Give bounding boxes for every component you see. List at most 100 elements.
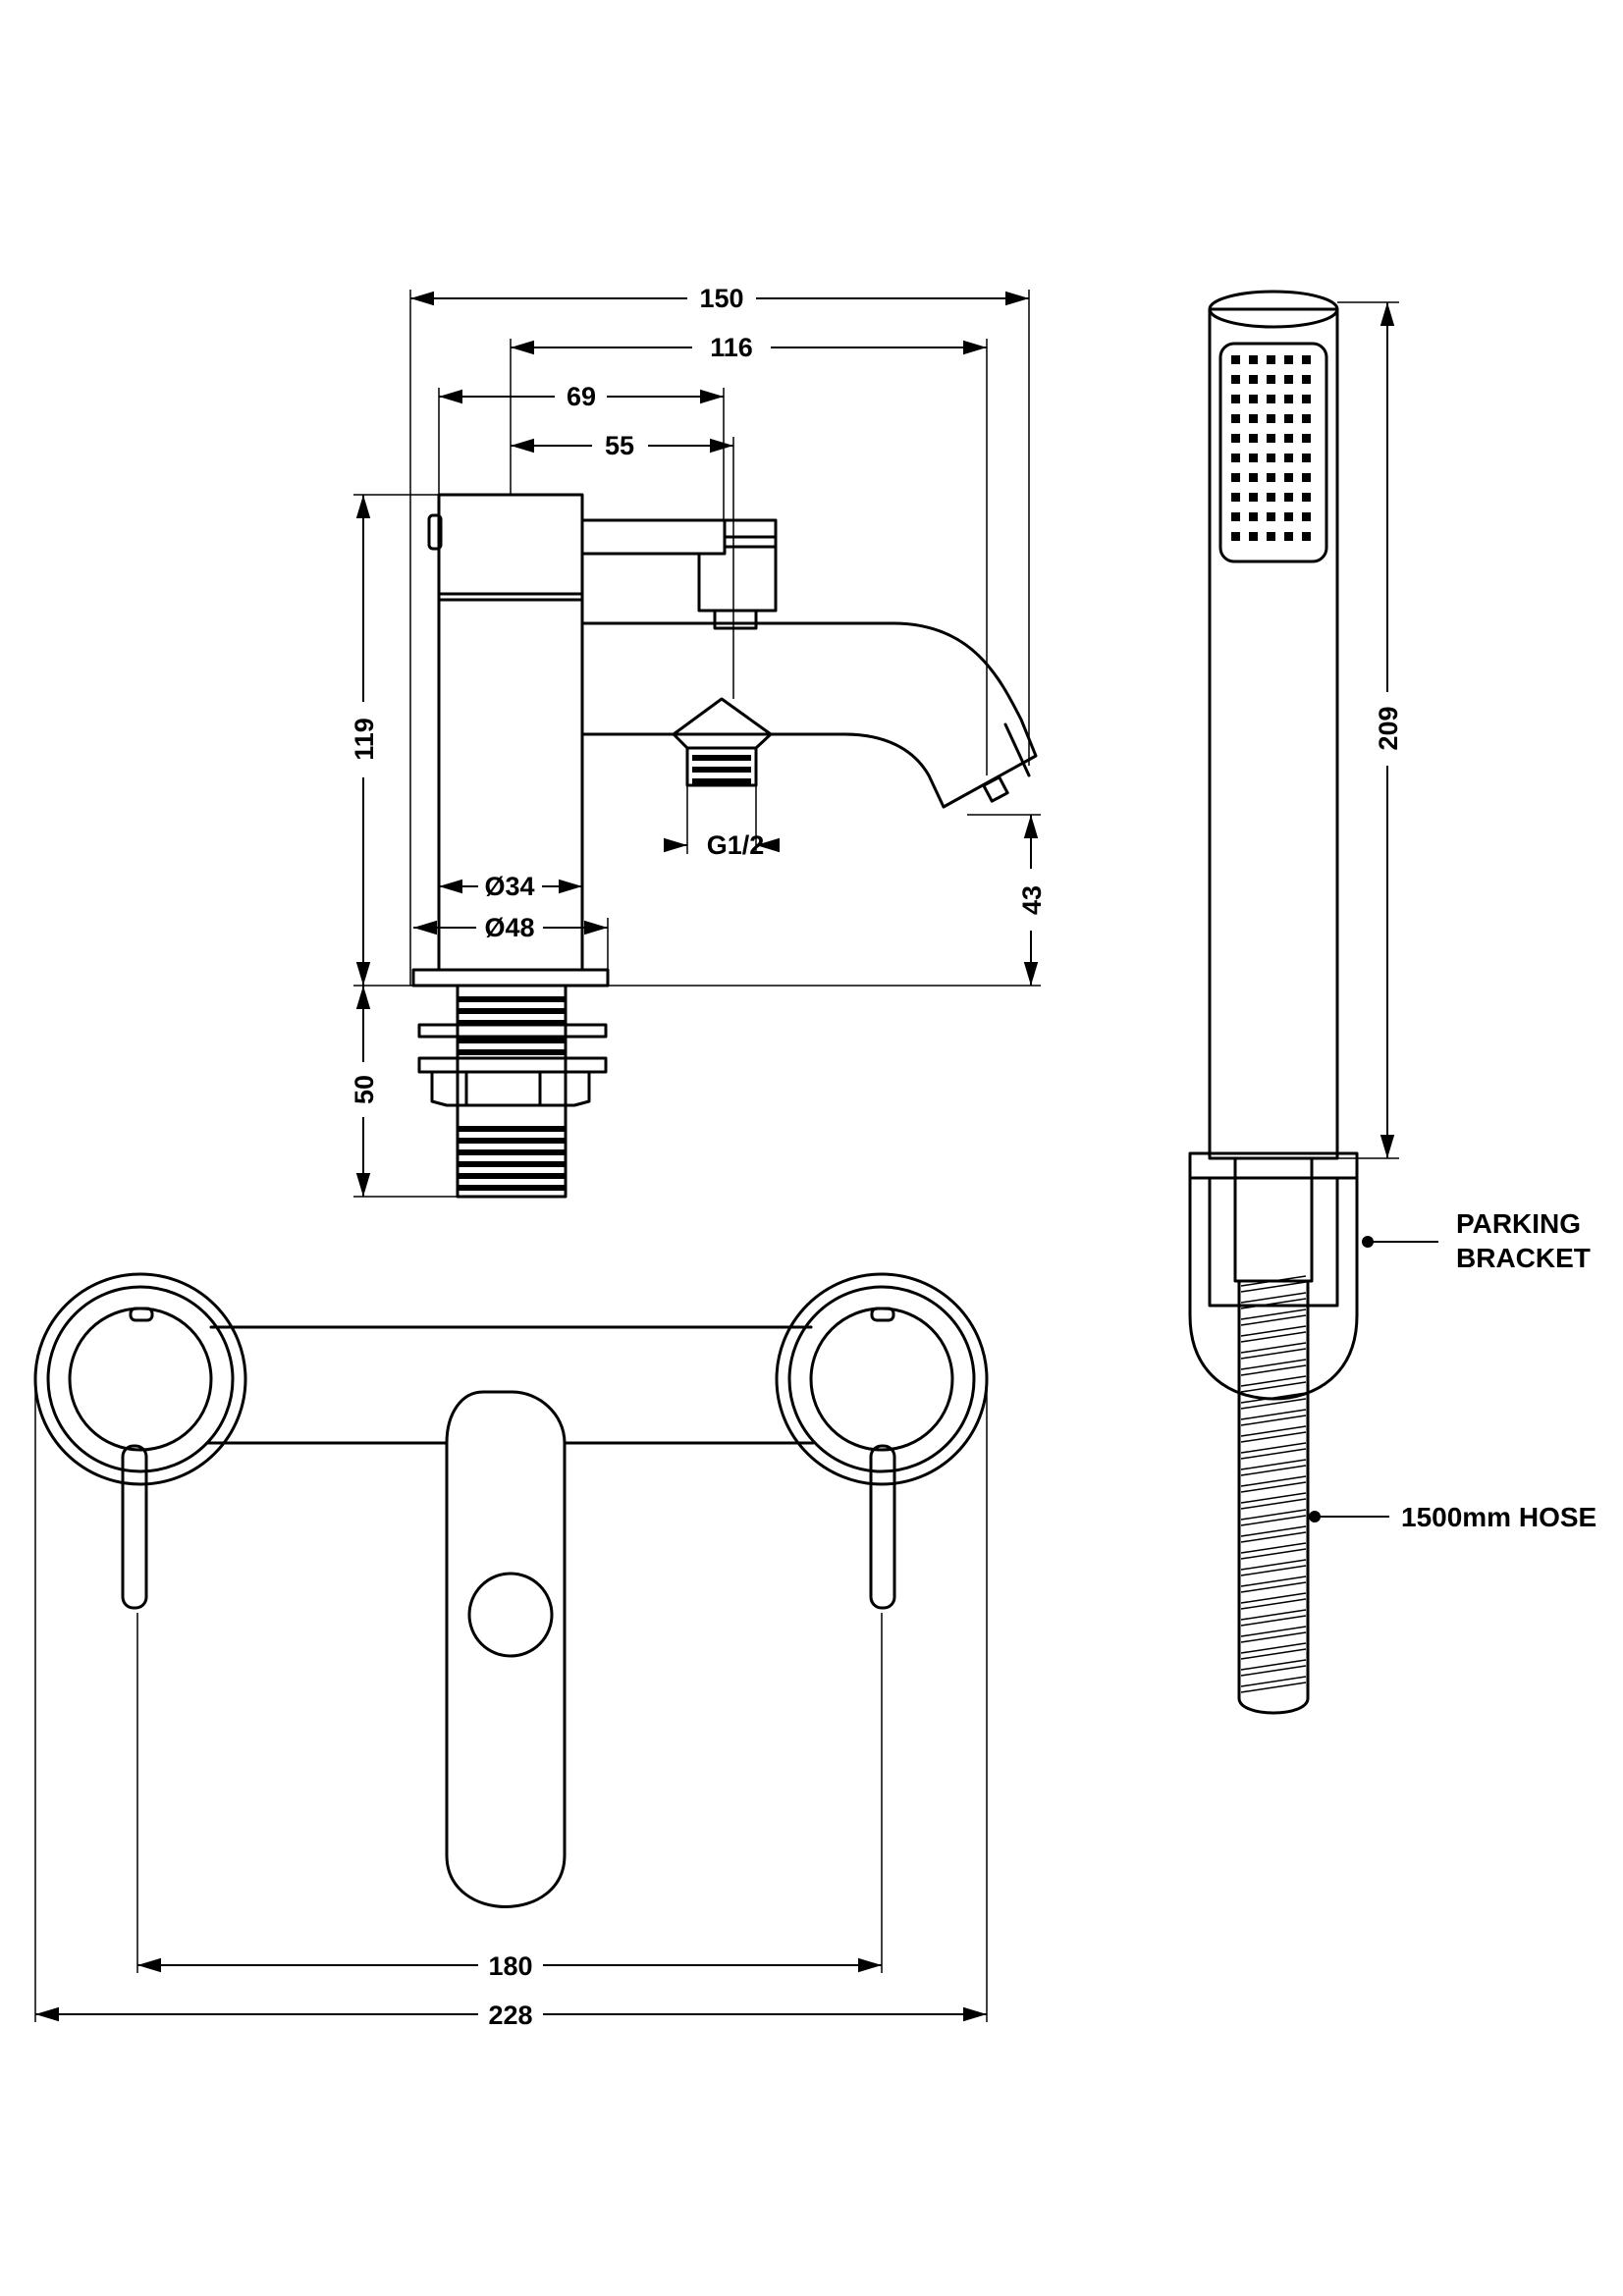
hose-coil (1240, 1325, 1307, 1343)
nozzle-dot (1249, 532, 1258, 541)
nozzle-dot (1302, 375, 1311, 384)
dim-50: 50 (350, 1075, 379, 1104)
dim-69: 69 (567, 382, 596, 411)
nozzle-dot (1249, 414, 1258, 423)
nozzle-dot (1267, 493, 1275, 502)
nozzle-dot (1267, 473, 1275, 482)
dim-209: 209 (1374, 706, 1403, 750)
dim-228: 228 (488, 2001, 532, 2030)
dim-180: 180 (488, 1951, 532, 1981)
nozzle-dot (1249, 355, 1258, 364)
hose-coil (1240, 1292, 1307, 1309)
nozzle-dot (1231, 454, 1240, 462)
hose-coil (1240, 1509, 1307, 1526)
nozzle-dot (1284, 512, 1293, 521)
nozzle-dot (1231, 375, 1240, 384)
nozzle-dot (1267, 414, 1275, 423)
hose-coil (1240, 1492, 1307, 1510)
nozzle-dot (1302, 473, 1311, 482)
spout (580, 621, 1038, 809)
hose-coil (1240, 1609, 1307, 1627)
nozzle-dot (1267, 355, 1275, 364)
hose-outlet (672, 697, 773, 750)
nozzle-dot (1302, 512, 1311, 521)
right-wall-plate-inner (787, 1285, 976, 1473)
diverter-front (467, 1572, 554, 1658)
nozzle-dot (1302, 414, 1311, 423)
nozzle-dot (1249, 512, 1258, 521)
parking-label-2: BRACKET (1456, 1243, 1591, 1273)
nozzle-dot (1302, 355, 1311, 364)
hose-coil (1240, 1308, 1307, 1326)
backnut (430, 1070, 591, 1107)
lever-arm (580, 518, 727, 556)
outlet-thread-lines (692, 755, 751, 784)
outlet-thread (685, 746, 758, 787)
nozzle-dot (1249, 434, 1258, 443)
nozzle-dot (1284, 375, 1293, 384)
hose-coil (1240, 1459, 1307, 1476)
left-lever (121, 1444, 148, 1610)
hose-coil (1240, 1392, 1307, 1410)
nozzle-dot (1231, 395, 1240, 403)
dim-g12: G1/2 (707, 830, 765, 860)
nozzle-dot (1231, 355, 1240, 364)
shower-hose (1237, 1279, 1310, 1715)
spout-front (445, 1390, 567, 1908)
nozzle-dot (1267, 395, 1275, 403)
diverter-stem (713, 609, 758, 630)
nozzle-dot (1249, 473, 1258, 482)
nozzle-dot (1284, 395, 1293, 403)
hose-coil (1240, 1425, 1307, 1443)
hose-coil (1240, 1375, 1307, 1393)
nozzle-dot (1284, 414, 1293, 423)
hose-coil (1240, 1475, 1307, 1493)
hose-coil (1240, 1542, 1307, 1560)
nozzle-dot (1284, 434, 1293, 443)
hose-coil (1240, 1525, 1307, 1543)
nozzle-dot (1284, 532, 1293, 541)
dim-116: 116 (710, 333, 753, 362)
dim-dia48: Ø48 (484, 913, 534, 942)
right-handle-cap (809, 1307, 954, 1452)
threaded-shank (456, 984, 568, 1199)
nozzle-dot (1302, 454, 1311, 462)
dim-55: 55 (605, 431, 634, 460)
parking-label-1: PARKING (1456, 1208, 1581, 1239)
hand-shower: 209 PARKING BRACKET 1500mm HOSE (1188, 290, 1596, 1715)
nozzle-dot (1267, 375, 1275, 384)
nozzle-dot (1267, 532, 1275, 541)
hose-coil (1240, 1409, 1307, 1426)
right-lever (869, 1444, 896, 1610)
hose-coil (1240, 1442, 1307, 1460)
parking-bracket (1188, 1151, 1359, 1401)
nozzle-dot (1302, 532, 1311, 541)
nozzle-dot (1249, 375, 1258, 384)
nozzle-dot (1284, 473, 1293, 482)
nozzle-dot (1249, 395, 1258, 403)
nozzle-dot (1302, 493, 1311, 502)
nozzle-dot (1302, 434, 1311, 443)
right-wall-plate (775, 1272, 989, 1486)
nozzle-dot (1284, 355, 1293, 364)
nozzle-dot (1231, 473, 1240, 482)
nozzle-dot (1231, 434, 1240, 443)
dim-43: 43 (1017, 885, 1047, 915)
nozzle-dot (1249, 454, 1258, 462)
right-indicator (870, 1307, 895, 1322)
dim-150: 150 (699, 284, 743, 313)
nozzle-dot (1231, 512, 1240, 521)
nozzle-dot (1231, 532, 1240, 541)
hose-coil (1240, 1642, 1307, 1660)
diverter-knob (697, 518, 778, 613)
nozzle-dot (1284, 454, 1293, 462)
left-indicator (129, 1307, 154, 1322)
hose-coil (1240, 1676, 1307, 1693)
hose-coil (1240, 1275, 1307, 1293)
side-view: 150 116 69 55 119 50 43 (350, 284, 1047, 1199)
nozzle-dot (1302, 395, 1311, 403)
bracket-inner (1208, 1176, 1339, 1308)
left-handle-cap (68, 1307, 213, 1452)
spout-ring (1003, 722, 1031, 777)
